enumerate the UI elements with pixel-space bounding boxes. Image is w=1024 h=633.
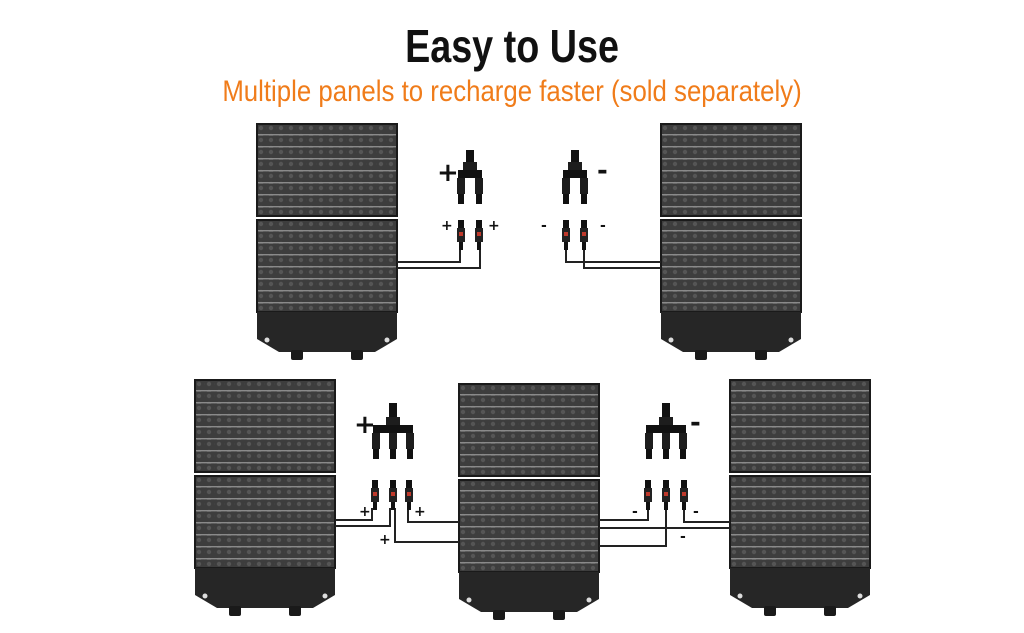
- bottom-connector-group-minus: [644, 480, 688, 510]
- bottom-minus-y3-connector: [645, 403, 687, 459]
- bottom-connector-group-plus: [371, 480, 413, 510]
- bottom-plus-symbol: +: [354, 410, 376, 440]
- solar-panel-bottom-center: [458, 383, 600, 621]
- bottom-plus-small-2: +: [414, 504, 426, 520]
- top-minus-y-connector: [562, 150, 588, 204]
- top-minus-symbol: -: [597, 156, 608, 186]
- top-wires: [397, 250, 661, 269]
- bottom-plus-small-3: +: [379, 532, 391, 548]
- top-minus-small-right: -: [600, 218, 606, 234]
- top-connector-pair-minus: [562, 220, 588, 250]
- bottom-minus-small-3: -: [680, 529, 686, 545]
- top-minus-small-left: -: [541, 218, 547, 234]
- top-plus-y-connector: [457, 150, 483, 204]
- solar-panel-bottom-right: [729, 379, 871, 617]
- top-plus-small-right: +: [488, 218, 500, 234]
- solar-panel-top-right: [660, 123, 802, 361]
- bottom-plus-y3-connector: [372, 403, 414, 459]
- bottom-minus-symbol: -: [690, 408, 701, 438]
- page-subtitle: Multiple panels to recharge faster (sold…: [222, 75, 802, 108]
- top-connector-pair-plus: [457, 220, 483, 250]
- page-title: Easy to Use: [405, 20, 619, 72]
- bottom-plus-small-1: +: [359, 504, 371, 520]
- bottom-minus-small-2: -: [693, 504, 699, 520]
- solar-panel-bottom-left: [194, 379, 336, 617]
- bottom-wires: [335, 508, 730, 547]
- bottom-minus-small-1: -: [632, 504, 638, 520]
- top-plus-small-left: +: [441, 218, 453, 234]
- top-plus-symbol: +: [437, 158, 459, 188]
- solar-panel-top-left: [256, 123, 398, 361]
